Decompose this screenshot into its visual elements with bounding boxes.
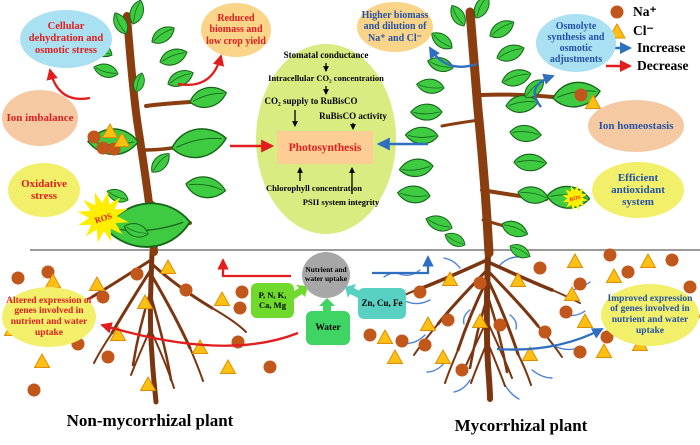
photosynthesis-box: Photosynthesis xyxy=(277,131,373,164)
ros-starburst-icon: ROS xyxy=(77,191,129,243)
na-icon xyxy=(418,338,432,352)
arrow-increase-uptake xyxy=(372,255,434,275)
bubble-ion-imbalance: Ion imbalance xyxy=(2,90,78,146)
na-icon xyxy=(473,276,487,290)
na-icon xyxy=(621,265,635,279)
bubble-improved-expression: Improved expression of genes involved in… xyxy=(601,284,699,346)
cl-icon xyxy=(419,315,437,331)
na-icon xyxy=(179,283,193,297)
pathway-psii: PSII system integrity xyxy=(302,197,380,207)
ros-starburst-icon: ROS xyxy=(562,185,588,211)
cl-icon xyxy=(434,348,452,364)
na-icon xyxy=(573,345,587,359)
na-icon xyxy=(665,253,679,267)
na-icon xyxy=(603,248,617,262)
na-icon xyxy=(455,363,469,377)
soil-ion-symbols xyxy=(3,88,700,397)
na-icon xyxy=(96,141,110,155)
na-icon xyxy=(27,383,41,397)
bubble-higher-biomass: Higher biomass and dilution of Na⁺ and C… xyxy=(357,2,433,52)
right-plant xyxy=(396,0,601,259)
bubble-ion-homeostasis: Ion homeostasis xyxy=(588,100,684,152)
na-icon xyxy=(363,328,377,342)
cl-icon xyxy=(219,358,237,374)
pathway-chlorophyll: Chlorophyll concentration xyxy=(266,183,362,193)
na-icon xyxy=(233,301,247,315)
ros-label-right: ROS xyxy=(569,195,581,204)
cl-icon xyxy=(605,267,623,283)
na-icon xyxy=(573,277,587,291)
na-icon xyxy=(441,313,455,327)
na-icon xyxy=(130,267,144,281)
water-arrow-icon xyxy=(319,298,335,315)
na-icon xyxy=(395,334,409,348)
bubble-antioxidant-system: Efficient antioxidant system xyxy=(592,162,684,218)
na-icon xyxy=(538,325,552,339)
na-icon xyxy=(683,280,697,294)
cl-icon xyxy=(576,312,594,328)
arrow-decrease-to-cellular xyxy=(46,68,91,101)
na-icon xyxy=(41,265,55,279)
arrow-decrease-uptake xyxy=(217,258,291,278)
pathway-rubisco-activity: RuBisCO activity xyxy=(319,111,387,121)
legend-increase-label: Increase xyxy=(637,40,686,55)
cl-icon xyxy=(584,93,602,109)
cl-icon xyxy=(33,352,51,368)
na-icon xyxy=(533,261,547,275)
bubble-oxidative-stress: Oxidative stress xyxy=(8,163,80,217)
cl-icon xyxy=(191,338,209,354)
cl-icon xyxy=(376,328,394,344)
na-icon xyxy=(235,285,249,299)
na-icon xyxy=(87,130,101,144)
water-box: Water xyxy=(306,311,350,345)
cl-icon xyxy=(471,312,489,328)
left-plant-title: Non-mycorrhizal plant xyxy=(66,411,234,430)
cl-icon xyxy=(509,271,527,287)
legend-decrease-label: Decrease xyxy=(637,58,689,73)
arrow-increase-to-improved xyxy=(496,327,604,351)
left-plant xyxy=(87,0,228,256)
cl-icon xyxy=(595,342,613,358)
bubble-altered-expression: Altered expression of genes involved in … xyxy=(2,287,96,347)
cl-icon xyxy=(159,258,177,274)
micronutrients-box: Zn, Cu, Fe xyxy=(358,288,406,319)
arrow-decrease-to-altered xyxy=(100,322,299,347)
na-icon xyxy=(263,360,277,374)
cl-icon xyxy=(639,252,657,268)
na-icon xyxy=(11,271,25,285)
cl-icon xyxy=(113,131,131,147)
arrow-decrease-to-reduced xyxy=(177,54,225,87)
legend-na-label: Na⁺ xyxy=(633,4,657,19)
right-plant-title: Mycorrhizal plant xyxy=(454,416,588,435)
cl-icon xyxy=(88,275,106,291)
cl-icon xyxy=(139,375,157,391)
cl-icon xyxy=(136,293,154,309)
cl-icon xyxy=(566,252,584,268)
nutrient-uptake-circle: Nutrient and water uptake xyxy=(302,252,350,298)
cl-icon xyxy=(521,345,539,361)
cl-icon xyxy=(213,290,231,306)
na-icon xyxy=(413,285,427,299)
cl-icon xyxy=(563,285,581,301)
legend-cl-label: Cl⁻ xyxy=(633,23,654,38)
bubble-cellular-dehydration: Cellular dehydration and osmotic stress xyxy=(20,10,112,68)
pathway-co2-supply: CO₂ supply to RuBisCO xyxy=(264,96,358,106)
bubble-osmolyte-synthesis: Osmolyte synthesis and osmotic adjustmen… xyxy=(536,14,616,72)
cl-icon xyxy=(101,122,119,138)
na-icon xyxy=(574,88,588,102)
na-icon xyxy=(610,5,624,19)
arrow-increase-to-higher xyxy=(428,46,478,68)
pathway-stomatal: Stomatal conductance xyxy=(283,50,369,60)
macronutrients-box: P, N, K, Ca, Mg xyxy=(251,283,294,318)
na-icon xyxy=(96,290,110,304)
na-icon xyxy=(101,350,115,364)
bubble-reduced-biomass: Reduced biomass and low crop yield xyxy=(201,3,271,57)
na-icon xyxy=(493,318,507,332)
cl-icon xyxy=(441,270,459,286)
cl-icon xyxy=(109,325,127,341)
na-icon xyxy=(559,305,573,319)
arrow-increase-to-osmolyte xyxy=(533,73,555,108)
pathway-intracellular-co2: Intracellular CO₂ concentration xyxy=(268,73,384,83)
cl-icon xyxy=(386,348,404,364)
